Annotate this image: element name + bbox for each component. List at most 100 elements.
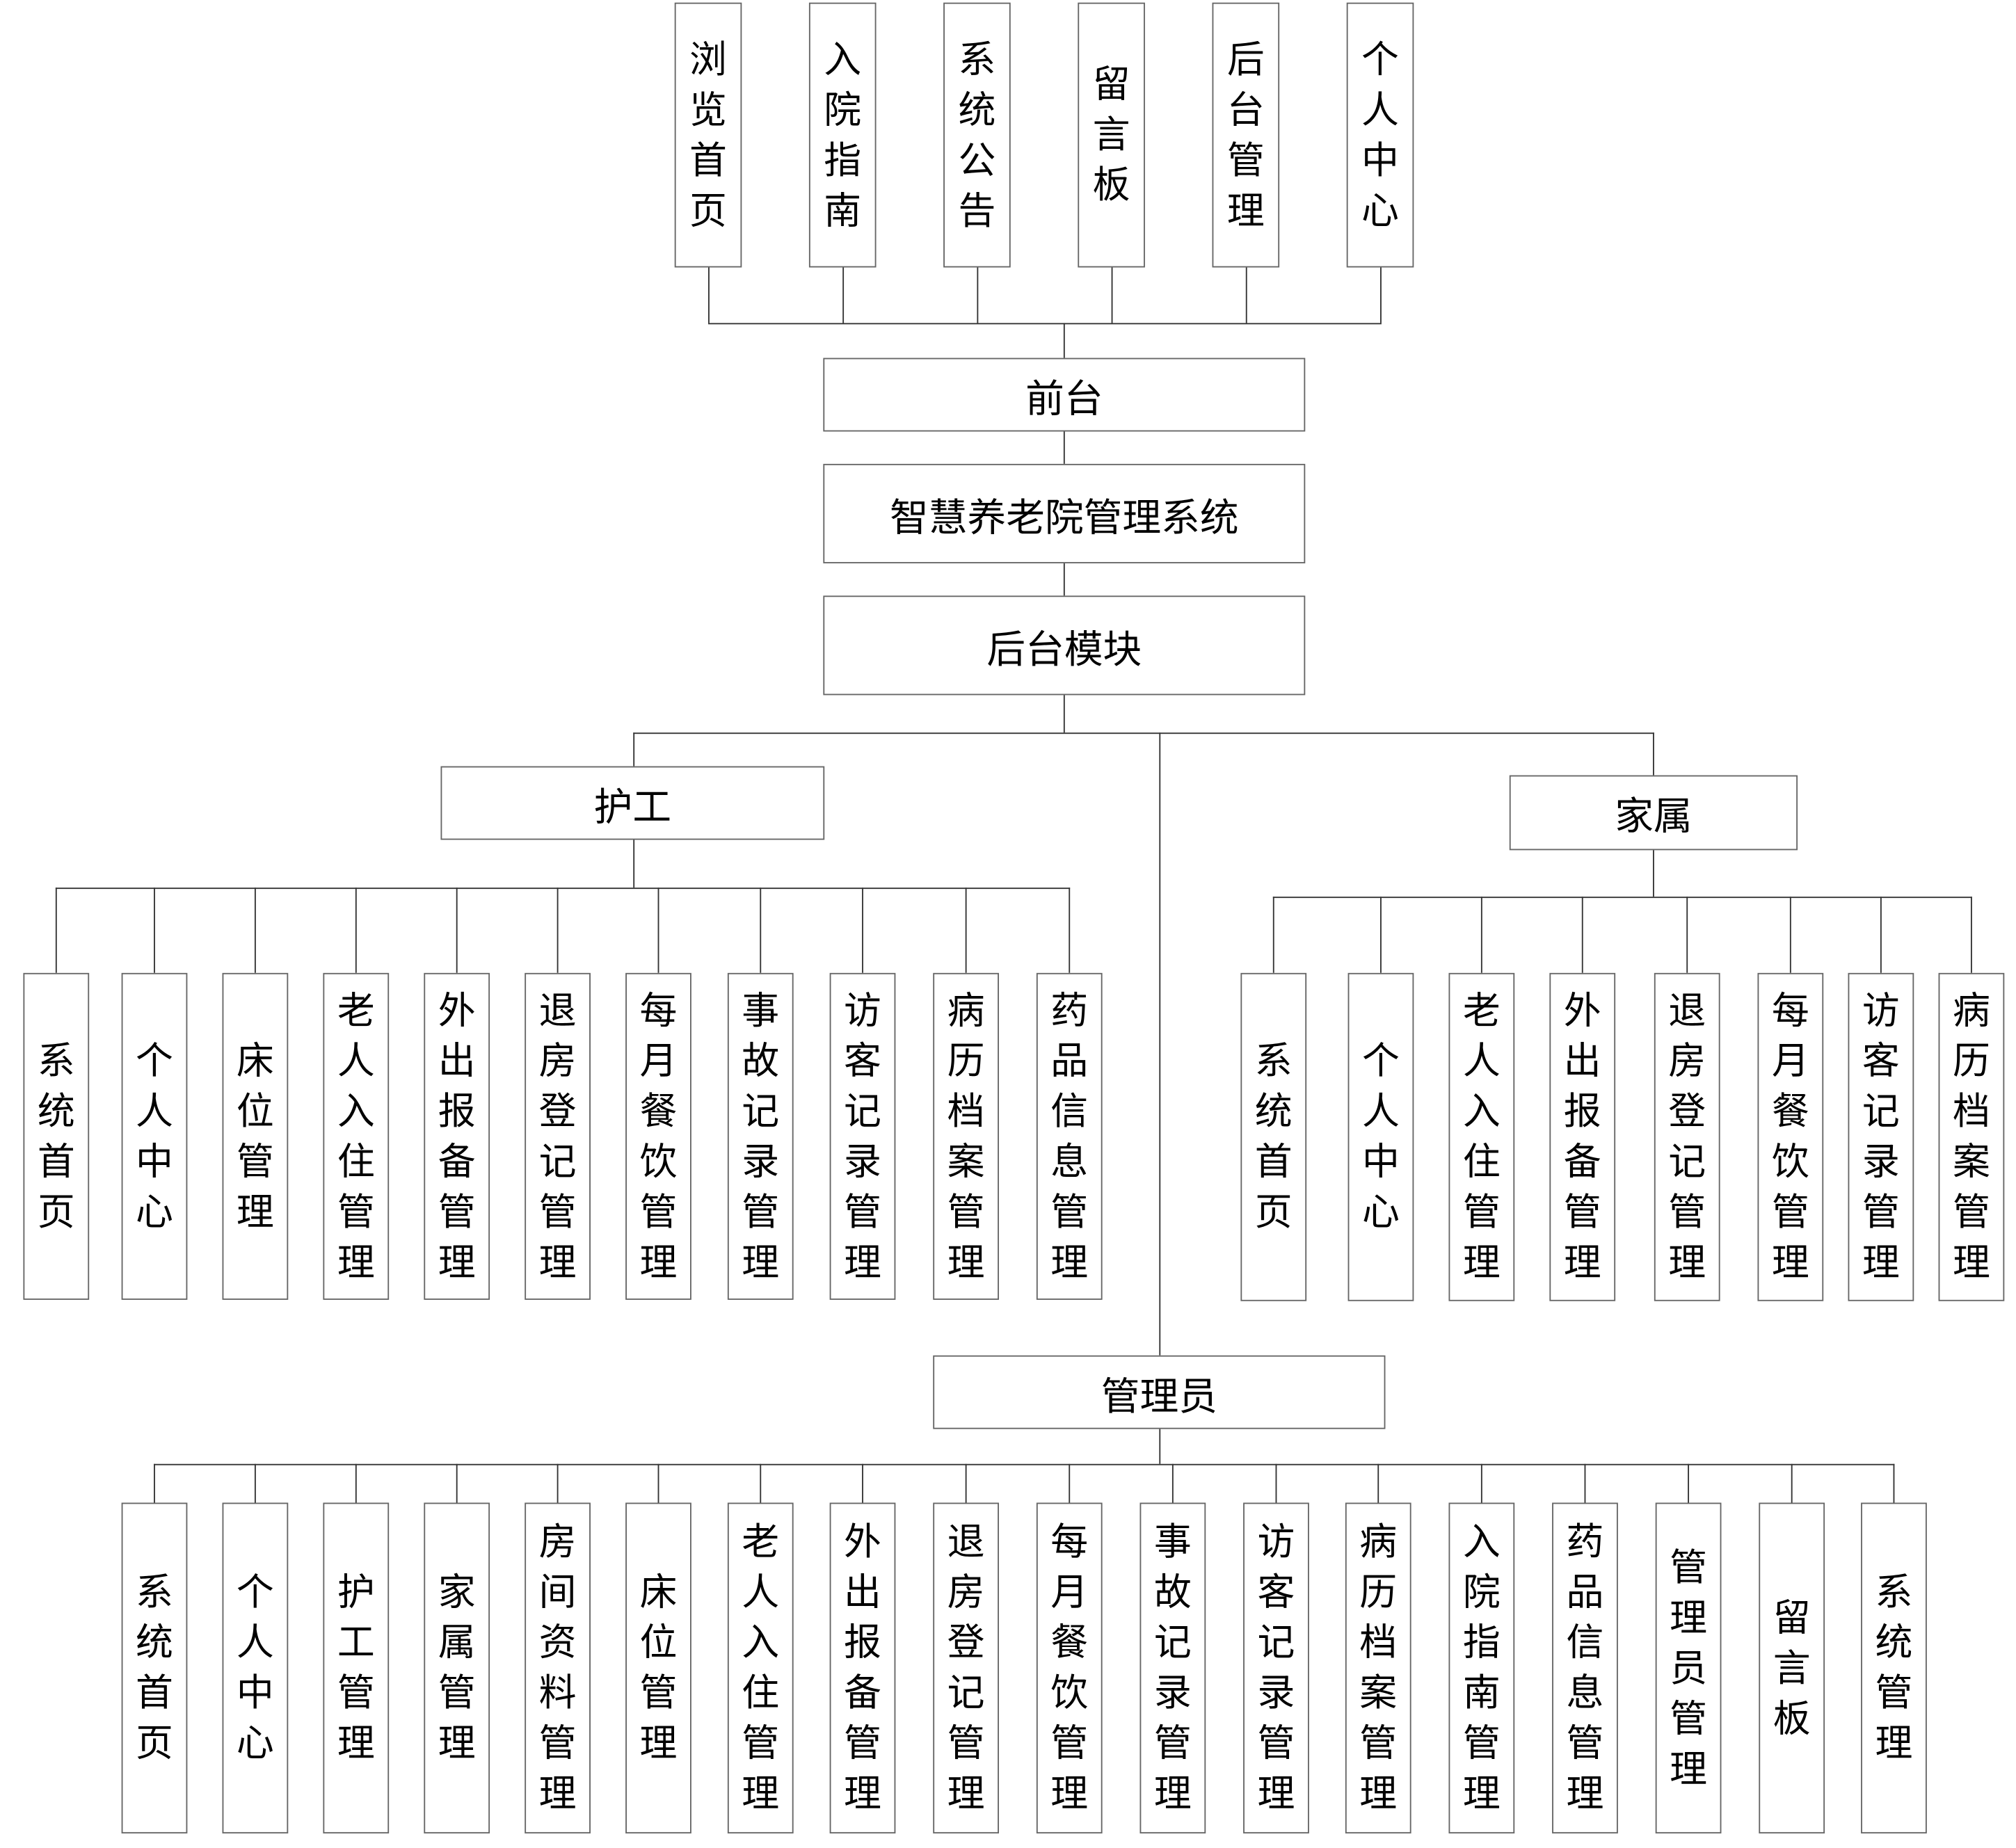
nurse-function-node-label: 外出报备管理 (438, 988, 476, 1284)
connector-line (1275, 1463, 1277, 1503)
connector-line (154, 887, 155, 973)
nurse-function-node: 外出报备管理 (424, 972, 490, 1300)
admin-function-node-label: 病历档案管理 (1359, 1519, 1398, 1816)
frontend-node: 前台 (823, 357, 1306, 432)
connector-line (1584, 1463, 1586, 1503)
family-function-node: 每月餐饮管理 (1757, 972, 1824, 1301)
frontend-page-node: 个人中心 (1346, 2, 1414, 268)
family-function-node: 老人入住管理 (1448, 972, 1515, 1301)
admin-function-node: 入院指南管理 (1448, 1502, 1515, 1834)
admin-function-node-label: 访客记录管理 (1257, 1519, 1295, 1816)
connector-line (977, 267, 979, 323)
connector-line (1789, 897, 1791, 973)
connector-line (1970, 897, 1972, 973)
nurse-function-node-label: 个人中心 (136, 1038, 173, 1234)
admin-function-node: 管理员管理 (1655, 1502, 1722, 1834)
connector-line (1791, 1463, 1793, 1503)
connector-line (1380, 897, 1382, 973)
nurse-function-node-label: 病历档案管理 (947, 988, 985, 1284)
admin-function-node-label: 管理员管理 (1670, 1544, 1708, 1790)
nurse-function-node-label: 事故记录管理 (742, 988, 780, 1284)
admin-function-node: 老人入住管理 (727, 1502, 794, 1834)
connector-line (657, 887, 659, 973)
admin-function-node-label: 留言板 (1773, 1595, 1811, 1740)
connector-line (154, 1463, 155, 1503)
connector-line (1377, 1463, 1379, 1503)
admin-function-node-label: 护工管理 (337, 1570, 375, 1765)
connector-line (1380, 267, 1382, 323)
admin-role-node: 管理员 (933, 1355, 1386, 1429)
nurse-function-node: 老人入住管理 (323, 972, 390, 1300)
connector-line (633, 732, 635, 766)
family-function-node-label: 退房登记管理 (1668, 988, 1706, 1285)
admin-function-node: 药品信息管理 (1552, 1502, 1618, 1834)
connector-line (760, 887, 762, 973)
admin-function-node: 外出报备管理 (829, 1502, 896, 1834)
frontend-page-node-label: 留言板 (1092, 62, 1130, 207)
admin-function-node: 家属管理 (424, 1502, 490, 1834)
admin-role-node-label: 管理员 (1101, 1374, 1217, 1420)
admin-function-node-label: 退房登记管理 (947, 1519, 985, 1816)
connector-line (557, 1463, 559, 1503)
nurse-function-node-label: 每月餐饮管理 (639, 988, 678, 1284)
admin-function-node-label: 老人入住管理 (742, 1519, 780, 1816)
admin-function-node-label: 药品信息管理 (1566, 1519, 1604, 1816)
connector-line (842, 267, 845, 323)
nurse-role-node: 护工 (440, 766, 825, 840)
admin-function-node: 每月餐饮管理 (1036, 1502, 1103, 1834)
family-function-node: 外出报备管理 (1549, 972, 1616, 1301)
nurse-function-node-label: 系统首页 (37, 1038, 75, 1234)
family-function-node-label: 个人中心 (1361, 1038, 1400, 1235)
admin-function-node-label: 每月餐饮管理 (1050, 1519, 1089, 1816)
connector-line (254, 1463, 256, 1503)
connector-line (760, 1463, 762, 1503)
system-root-node: 智慧养老院管理系统 (823, 463, 1306, 563)
family-function-node-label: 外出报备管理 (1563, 988, 1601, 1285)
nurse-function-node: 个人中心 (121, 972, 188, 1300)
connector-line (1159, 732, 1161, 1356)
connector-line (1063, 695, 1065, 733)
family-role-node: 家属 (1509, 775, 1798, 851)
family-function-node: 退房登记管理 (1654, 972, 1720, 1301)
family-function-node-label: 访客记录管理 (1862, 988, 1900, 1285)
family-function-node-label: 老人入住管理 (1462, 988, 1501, 1285)
connector-line (862, 1463, 863, 1503)
admin-function-node: 访客记录管理 (1243, 1502, 1309, 1834)
nurse-function-node: 每月餐饮管理 (625, 972, 691, 1300)
frontend-page-node-label: 入院指南 (824, 36, 862, 232)
connector-line (1111, 267, 1113, 323)
connector-line (1581, 897, 1583, 973)
connector-line (1893, 1463, 1895, 1503)
connector-line (1688, 1463, 1690, 1503)
family-function-node: 病历档案管理 (1938, 972, 2005, 1301)
backend-module-node-label: 后台模块 (986, 627, 1142, 673)
connector-line (355, 1463, 357, 1503)
connector-line (965, 887, 967, 973)
admin-function-node-label: 系统管理 (1875, 1570, 1913, 1765)
frontend-page-node-label: 浏览首页 (689, 36, 727, 232)
admin-function-node: 床位管理 (625, 1502, 691, 1834)
connector-line (355, 887, 357, 973)
connector-line (1063, 323, 1065, 358)
admin-function-node-label: 系统首页 (136, 1570, 173, 1765)
admin-function-node: 事故记录管理 (1139, 1502, 1206, 1834)
admin-function-node: 病历档案管理 (1345, 1502, 1411, 1834)
admin-function-node: 留言板 (1759, 1502, 1825, 1834)
frontend-page-node-label: 系统公告 (958, 36, 996, 232)
system-root-node-label: 智慧养老院管理系统 (890, 495, 1239, 541)
nurse-function-node: 事故记录管理 (727, 972, 794, 1300)
family-role-node-label: 家属 (1615, 794, 1693, 840)
nurse-function-node-label: 药品信息管理 (1050, 988, 1089, 1284)
connector-line (633, 839, 635, 888)
connector-line (55, 887, 1071, 890)
admin-function-node: 退房登记管理 (933, 1502, 1000, 1834)
connector-line (1686, 897, 1688, 973)
connector-line (657, 1463, 659, 1503)
family-function-node: 访客记录管理 (1848, 972, 1914, 1301)
connector-line (862, 887, 863, 973)
connector-line (1272, 897, 1972, 899)
admin-function-node-label: 事故记录管理 (1153, 1519, 1192, 1816)
frontend-page-node: 浏览首页 (674, 2, 742, 268)
family-function-node: 系统首页 (1240, 972, 1307, 1301)
